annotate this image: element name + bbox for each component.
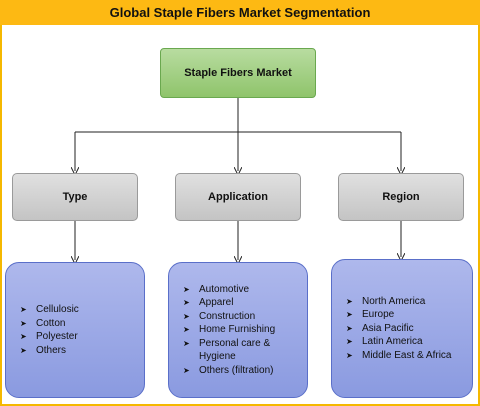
bullet-arrow-icon: ➤: [183, 284, 190, 294]
bullet-arrow-icon: ➤: [346, 350, 353, 360]
list-item: ➤Polyester: [20, 331, 78, 342]
bullet-arrow-icon: ➤: [183, 338, 190, 348]
list-item: ➤Automotive: [183, 283, 250, 295]
list-item: ➤Apparel: [183, 297, 234, 309]
bullet-arrow-icon: ➤: [346, 323, 353, 333]
bullet-arrow-icon: ➤: [20, 305, 27, 314]
bullet-arrow-icon: ➤: [183, 298, 190, 308]
list-item: ➤Latin America: [346, 336, 423, 348]
list-item: ➤Middle East & Africa: [346, 349, 452, 361]
bullet-arrow-icon: ➤: [183, 311, 190, 321]
bullet-arrow-icon: ➤: [20, 332, 27, 341]
bullet-arrow-icon: ➤: [183, 325, 190, 335]
list-item: ➤Cotton: [20, 317, 66, 329]
bullet-arrow-icon: ➤: [20, 345, 27, 355]
category-application: Application: [175, 173, 301, 221]
list-item: ➤Personal care &: [183, 337, 271, 349]
category-type: Type: [12, 173, 138, 221]
list-item: ➤Asia Pacific: [346, 322, 414, 334]
list-item: ➤Construction: [183, 310, 256, 322]
list-item-continuation: Hygiene: [199, 351, 236, 363]
bullet-arrow-icon: ➤: [183, 365, 190, 375]
list-item: ➤Home Furnishing: [183, 324, 276, 336]
diagram-title: Global Staple Fibers Market Segmentation: [0, 0, 480, 25]
list-item: ➤Others (filtration): [183, 364, 274, 376]
category-region: Region: [338, 173, 464, 221]
list-item: ➤North America: [346, 295, 426, 307]
bullet-arrow-icon: ➤: [346, 337, 353, 347]
bullet-arrow-icon: ➤: [346, 296, 353, 306]
application-list: ➤Automotive ➤Apparel ➤Construction ➤Home…: [168, 262, 308, 398]
bullet-arrow-icon: ➤: [20, 318, 27, 328]
list-item: ➤Europe: [346, 309, 395, 321]
list-item: ➤Others: [20, 344, 67, 356]
root-node: Staple Fibers Market: [160, 48, 316, 98]
type-list: ➤Cellulosic ➤Cotton ➤Polyester ➤Others: [5, 262, 145, 398]
region-list: ➤North America ➤Europe ➤Asia Pacific ➤La…: [331, 259, 473, 398]
bullet-arrow-icon: ➤: [346, 310, 353, 320]
list-item: ➤Cellulosic: [20, 304, 79, 315]
